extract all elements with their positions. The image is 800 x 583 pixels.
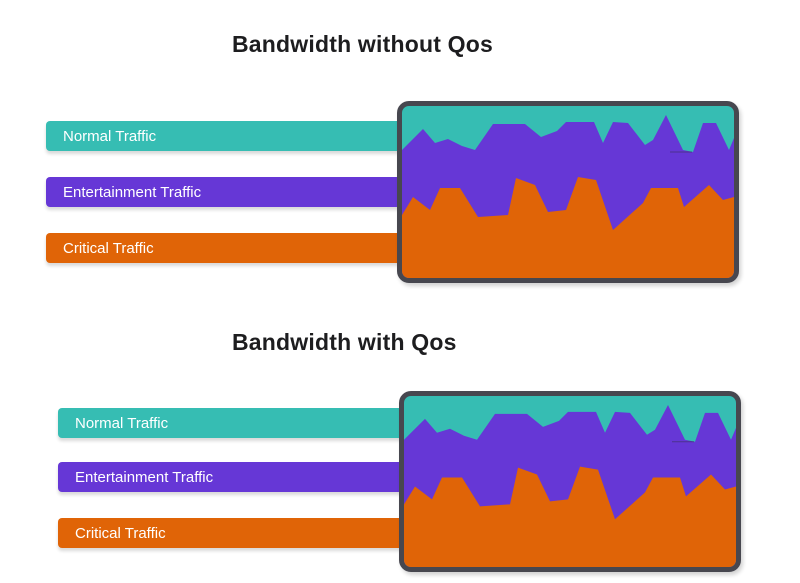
legend-bar-label: Entertainment Traffic bbox=[63, 183, 202, 201]
legend-bar-entertainment-traffic: Entertainment Traffic bbox=[46, 177, 402, 207]
bandwidth-area-chart bbox=[404, 404, 736, 567]
legend-bar-critical-traffic: Critical Traffic bbox=[58, 518, 405, 548]
legend-bar-label: Critical Traffic bbox=[63, 239, 154, 257]
title-bandwidth-with-qos: Bandwidth with Qos bbox=[232, 329, 457, 355]
critical-traffic-area bbox=[404, 466, 736, 567]
legend-bar-label: Critical Traffic bbox=[75, 524, 166, 542]
legend-bar-label: Entertainment Traffic bbox=[75, 468, 214, 486]
legend-bar-label: Normal Traffic bbox=[63, 127, 157, 145]
bandwidth-chart-frame-with-qos bbox=[399, 391, 741, 572]
legend-bar-normal-traffic: Normal Traffic bbox=[58, 408, 405, 438]
legend-bar-label: Normal Traffic bbox=[75, 414, 169, 432]
legend-bar-critical-traffic: Critical Traffic bbox=[46, 233, 402, 263]
bandwidth-chart-frame-without-qos bbox=[397, 101, 739, 283]
legend-bar-entertainment-traffic: Entertainment Traffic bbox=[58, 462, 405, 492]
legend-bar-normal-traffic: Normal Traffic bbox=[46, 121, 402, 151]
title-bandwidth-without-qos: Bandwidth without Qos bbox=[232, 31, 493, 57]
bandwidth-area-chart bbox=[402, 115, 734, 278]
critical-traffic-area bbox=[402, 177, 734, 278]
